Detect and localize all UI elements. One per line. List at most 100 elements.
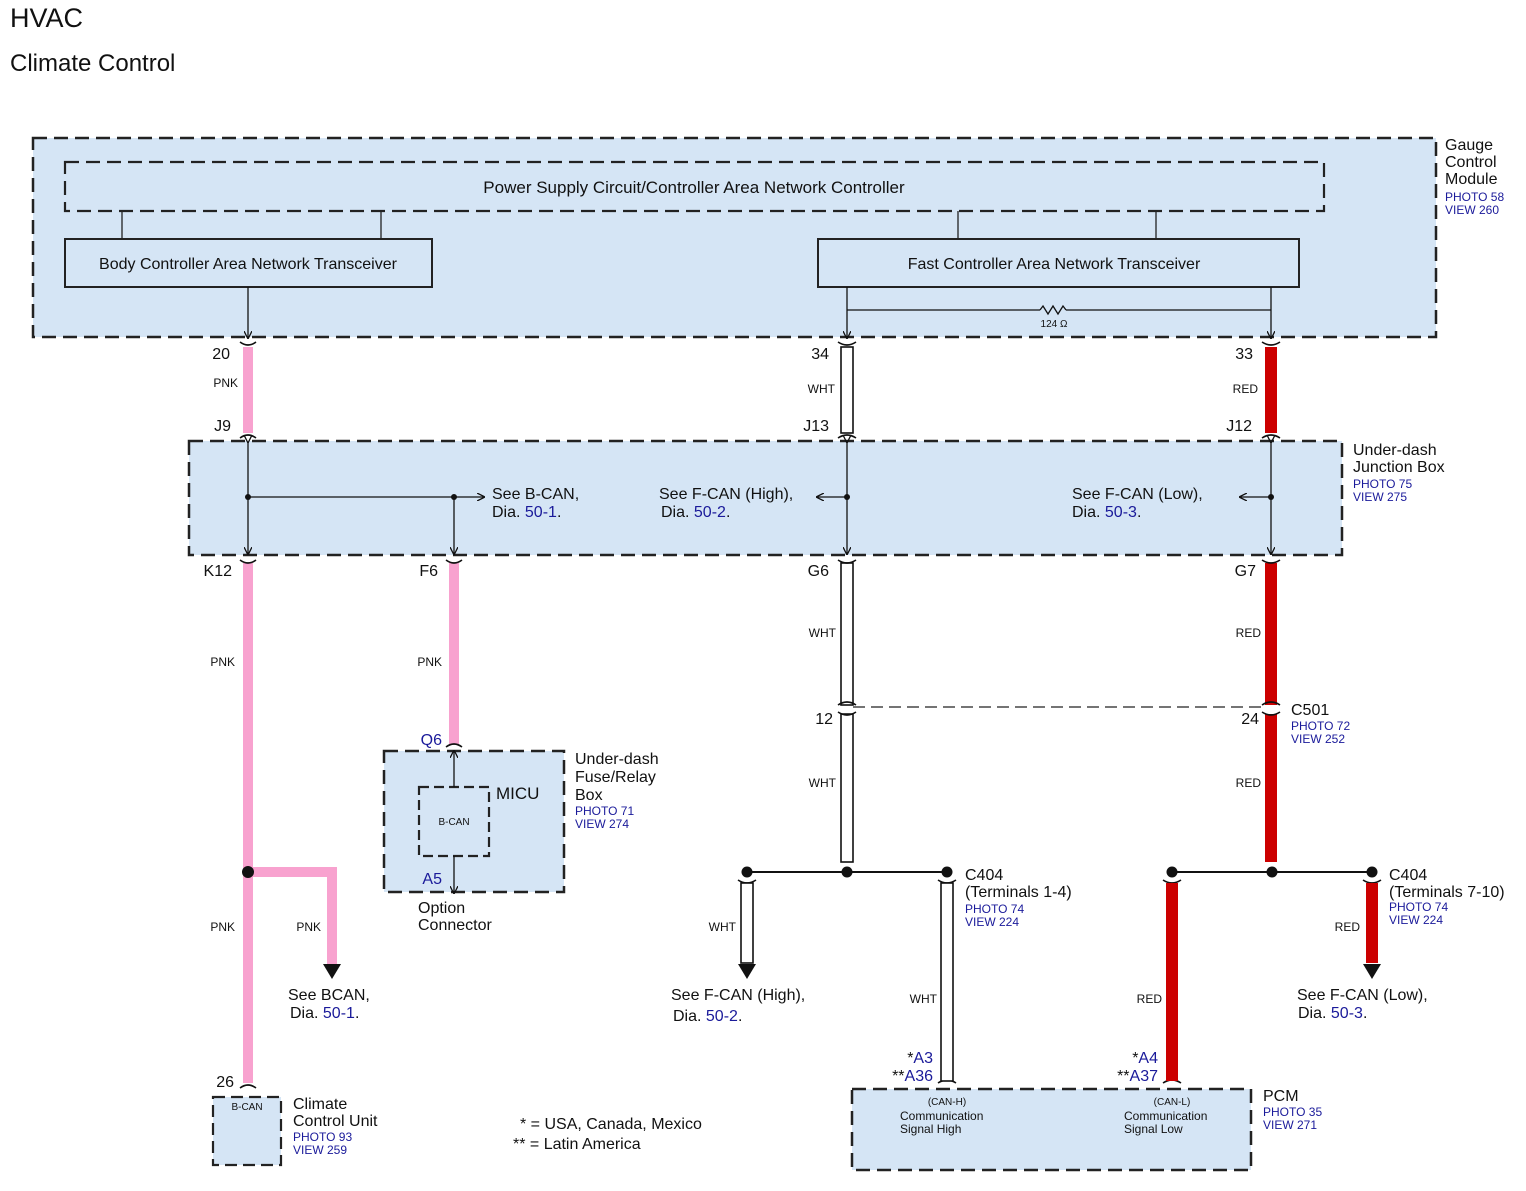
pcm-canh-1: Communication — [900, 1109, 983, 1123]
wire-label-wht: WHT — [809, 776, 837, 790]
c404b-photo-link[interactable]: PHOTO 74 — [1389, 900, 1448, 914]
wire-label-pnk: PNK — [417, 655, 442, 669]
wire-wht-fcanh-ref — [740, 882, 754, 964]
wire-wht-g6-c501 — [840, 562, 854, 706]
wire-pnk-f6-q6 — [449, 563, 459, 744]
pcm-name: PCM — [1263, 1088, 1299, 1105]
gauge-photo-link[interactable]: PHOTO 58 — [1445, 190, 1504, 204]
ref-fcanl-line2: Dia. 50-3. — [1072, 504, 1141, 521]
page-subtitle: Climate Control — [10, 50, 176, 77]
wire-label-red: RED — [1137, 992, 1163, 1006]
ref-fcanh-line2: Dia. 50-2. — [661, 504, 730, 521]
pcm-canl-1: Communication — [1124, 1109, 1207, 1123]
psu-can-controller-box — [63, 160, 1326, 213]
wire-pnk-bcan-branch — [248, 867, 337, 966]
c404b-name: C404 — [1389, 867, 1427, 884]
ccu-bcan-label: B-CAN — [231, 1102, 262, 1113]
pin-33: 33 — [1235, 346, 1253, 363]
pcm-view-link[interactable]: VIEW 271 — [1263, 1118, 1317, 1132]
junction-photo-link[interactable]: PHOTO 75 — [1353, 477, 1412, 491]
ccu-photo-link[interactable]: PHOTO 93 — [293, 1130, 352, 1144]
legend-usa: * = USA, Canada, Mexico — [520, 1116, 702, 1133]
c404a-photo-link[interactable]: PHOTO 74 — [965, 902, 1024, 916]
bcan-ref-line2: Dia. 50-1. — [290, 1005, 359, 1022]
wire-label-red: RED — [1335, 920, 1361, 934]
pcm-canh: (CAN-H) — [928, 1097, 966, 1108]
legend-latin: ** = Latin America — [513, 1136, 641, 1153]
fcanl-ref-dia-link[interactable]: 50-3 — [1331, 1005, 1363, 1022]
micu-name-3: Box — [575, 787, 603, 804]
pin-20: 20 — [212, 346, 230, 363]
junction-name-1: Under-dash — [1353, 442, 1437, 459]
bcan-ref-line1: See BCAN, — [288, 987, 370, 1004]
c404b-view-link[interactable]: VIEW 224 — [1389, 913, 1443, 927]
c501-photo-link[interactable]: PHOTO 72 — [1291, 719, 1350, 733]
pcm-canl-2: Signal Low — [1124, 1122, 1183, 1136]
ref-fcanl-line1: See F-CAN (Low), — [1072, 486, 1203, 503]
psu-label: Power Supply Circuit/Controller Area Net… — [483, 178, 905, 197]
pin-g7: G7 — [1235, 563, 1256, 580]
ref-fcanl-dia-link[interactable]: 50-3 — [1105, 504, 1137, 521]
wire-red-33-j12 — [1265, 347, 1277, 433]
wire-red-g7-c501 — [1265, 563, 1277, 705]
gauge-name-3: Module — [1445, 171, 1498, 188]
resistor-label: 124 Ω — [1041, 319, 1068, 330]
fcanl-ref-line2: Dia. 50-3. — [1298, 1005, 1367, 1022]
micu-name-1: Under-dash — [575, 751, 659, 768]
micu-view-link[interactable]: VIEW 274 — [575, 817, 629, 831]
wire-label-wht: WHT — [709, 920, 737, 934]
pin-j12: J12 — [1226, 418, 1252, 435]
fcanh-ref-line1: See F-CAN (High), — [671, 987, 805, 1004]
wire-label-red: RED — [1236, 776, 1262, 790]
pin-a5: A5 — [422, 871, 442, 888]
c404a-name: C404 — [965, 867, 1003, 884]
pin-26: 26 — [216, 1074, 234, 1091]
wire-label-pnk: PNK — [210, 920, 235, 934]
c404b-terms: (Terminals 7-10) — [1389, 884, 1505, 901]
ref-fcanh-dia-link[interactable]: 50-2 — [694, 504, 726, 521]
fcanl-ref-line1: See F-CAN (Low), — [1297, 987, 1428, 1004]
ccu-name-2: Control Unit — [293, 1113, 378, 1130]
wire-red-to-pcm — [1166, 883, 1178, 1081]
pin-34: 34 — [811, 346, 829, 363]
junction-view-link[interactable]: VIEW 275 — [1353, 490, 1407, 504]
ref-bcan-line2: See B-CAN,Dia. 50-1. — [492, 504, 561, 521]
ccu-view-link[interactable]: VIEW 259 — [293, 1143, 347, 1157]
pin-j13: J13 — [803, 418, 829, 435]
ccu-name-1: Climate — [293, 1096, 347, 1113]
pin-k12: K12 — [204, 563, 233, 580]
pin-j9: J9 — [214, 418, 231, 435]
ref-bcan-dia-link[interactable]: 50-1 — [525, 504, 557, 521]
c404a-view-link[interactable]: VIEW 224 — [965, 915, 1019, 929]
fast-can-transceiver-label: Fast Controller Area Network Transceiver — [908, 256, 1201, 273]
pin-g6: G6 — [808, 563, 829, 580]
pcm-canl: (CAN-L) — [1154, 1097, 1191, 1108]
ref-fcanh-line1: See F-CAN (High), — [659, 486, 793, 503]
wire-label-wht: WHT — [910, 992, 938, 1006]
wire-label-pnk: PNK — [296, 920, 321, 934]
pin-q6: Q6 — [421, 732, 442, 749]
option-connector-2: Connector — [418, 917, 492, 934]
pcm-pin-a4: *A4 — [1132, 1050, 1158, 1067]
wire-wht-34-j13 — [840, 346, 854, 434]
micu-photo-link[interactable]: PHOTO 71 — [575, 804, 634, 818]
micu-label: MICU — [496, 784, 539, 803]
wire-label-red: RED — [1233, 382, 1259, 396]
wire-wht-12-splice — [840, 713, 854, 863]
gauge-name-2: Control — [1445, 154, 1497, 171]
wire-label-wht: WHT — [808, 382, 836, 396]
junction-box — [187, 439, 1344, 557]
fcanh-ref-line2: Dia. 50-2. — [673, 1008, 742, 1025]
wire-label-wht: WHT — [809, 626, 837, 640]
wire-label-pnk: PNK — [213, 376, 238, 390]
climate-control-unit-box — [211, 1095, 283, 1167]
resistor-symbol — [1039, 304, 1067, 316]
pin-12: 12 — [815, 711, 833, 728]
bcan-ref-dia-link[interactable]: 50-1 — [323, 1005, 355, 1022]
pcm-photo-link[interactable]: PHOTO 35 — [1263, 1105, 1322, 1119]
fcanh-ref-dia-link[interactable]: 50-2 — [706, 1008, 738, 1025]
gauge-view-link[interactable]: VIEW 260 — [1445, 203, 1499, 217]
c501-view-link[interactable]: VIEW 252 — [1291, 732, 1345, 746]
junction-name-2: Junction Box — [1353, 459, 1445, 476]
